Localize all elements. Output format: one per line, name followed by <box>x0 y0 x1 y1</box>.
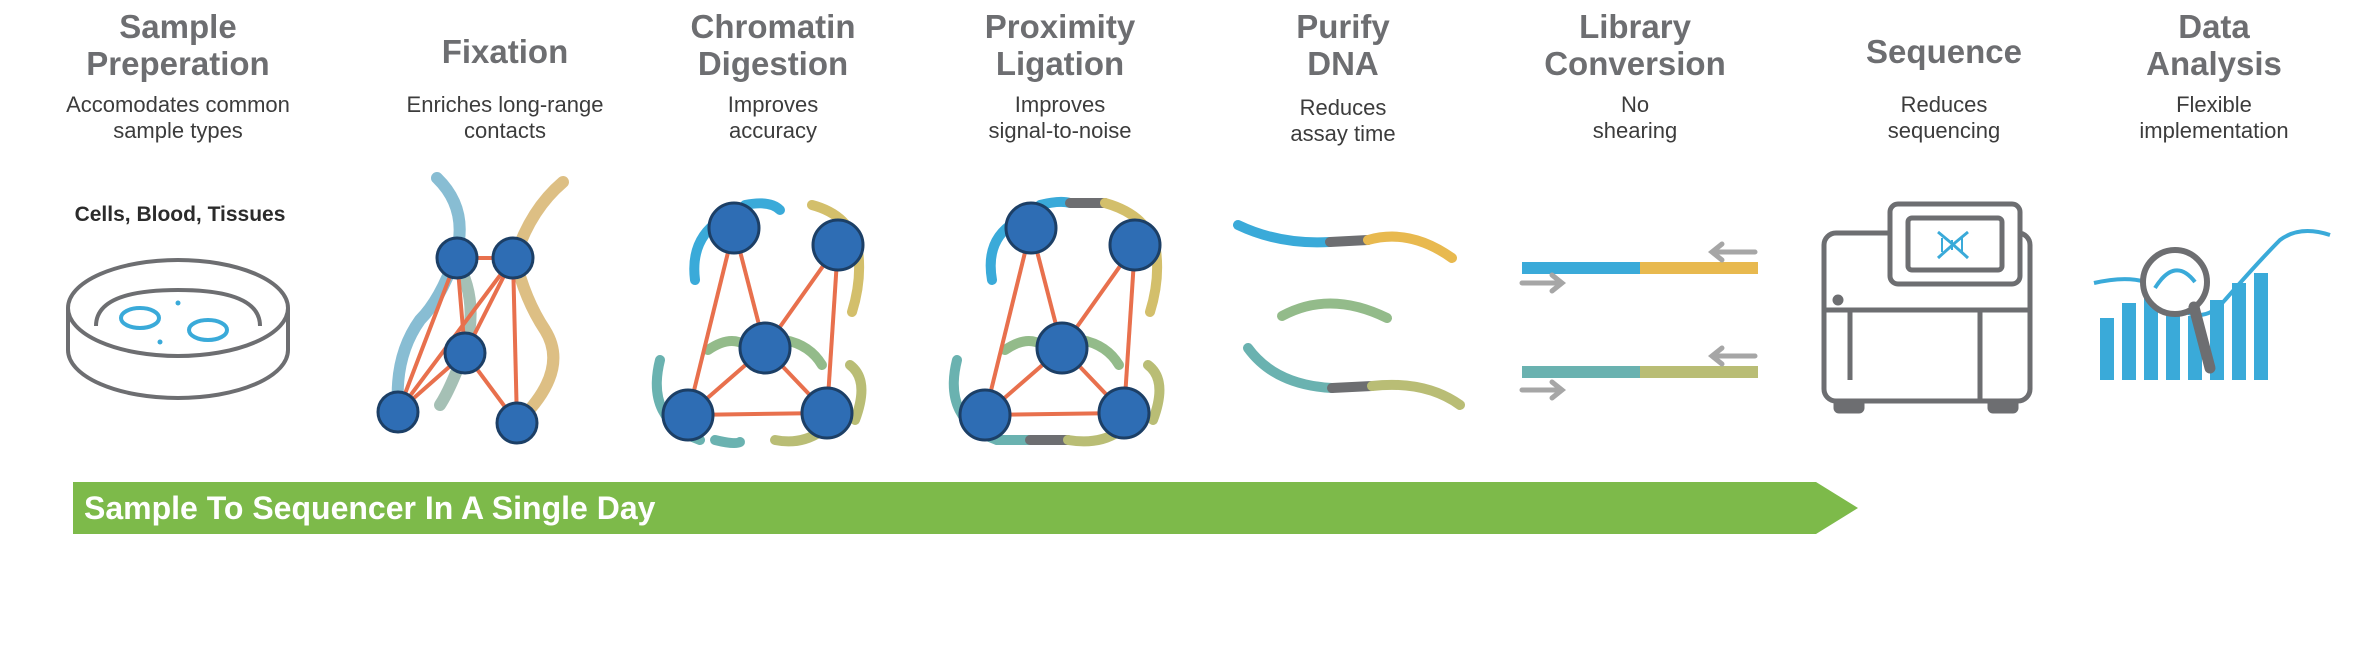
timeline-banner-text: Sample To Sequencer In A Single Day <box>84 490 656 526</box>
library-conversion-icon <box>1519 241 1758 401</box>
step-description: Reduces sequencing <box>1887 92 2001 143</box>
step-title: Sample Preperation <box>86 8 270 82</box>
step-title: Proximity Ligation <box>984 8 1136 82</box>
step-title: Purify DNA <box>1296 8 1390 82</box>
step-title: Data Analysis <box>2146 8 2282 82</box>
step-title: Sequence <box>1866 33 2022 70</box>
step-description: Reduces assay time <box>1290 95 1396 146</box>
step-description: Flexible implementation <box>2139 92 2289 143</box>
proximity-ligation-icon <box>948 196 1165 447</box>
step-title: Library Conversion <box>1544 8 1726 82</box>
step-description: No shearing <box>1592 92 1678 143</box>
sample-types-label: Cells, Blood, Tissues <box>74 203 286 226</box>
purified-dna-fragments-icon <box>1233 220 1465 410</box>
step-title: Chromatin Digestion <box>690 8 856 82</box>
step-description: Improves signal-to-noise <box>988 92 1132 143</box>
step-description: Accomodates common sample types <box>66 92 290 143</box>
fixation-crosslink-icon <box>376 172 569 445</box>
sequencer-machine-icon <box>1821 201 2033 414</box>
timeline-banner-arrow <box>73 482 1858 534</box>
step-description: Improves accuracy <box>727 92 819 143</box>
step-title: Fixation <box>441 33 569 70</box>
petri-dish-icon <box>66 258 290 400</box>
step-description: Enriches long-range contacts <box>406 92 604 143</box>
chromatin-digestion-icon <box>651 198 867 449</box>
data-analysis-chart-icon <box>2093 229 2331 380</box>
